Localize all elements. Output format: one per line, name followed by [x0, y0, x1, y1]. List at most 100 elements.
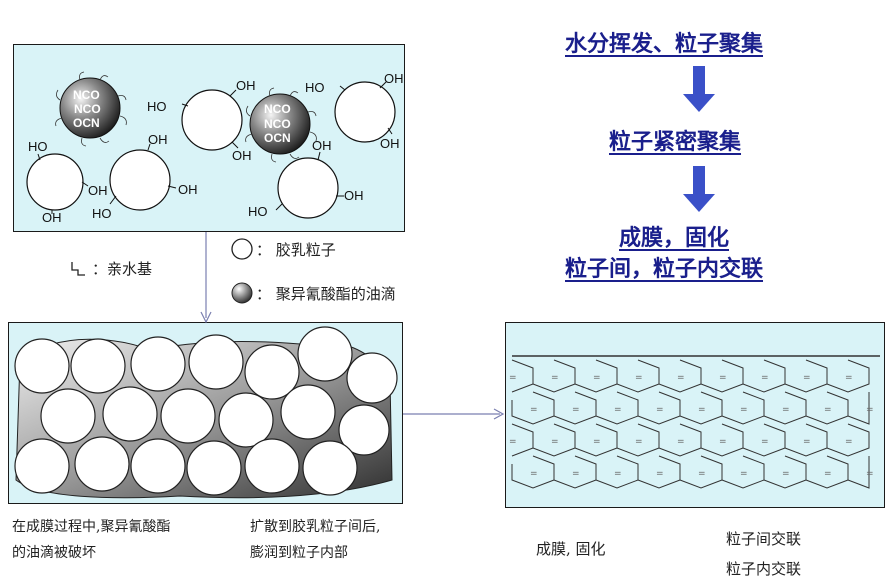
- caption-line: 膨润到粒子内部: [250, 545, 348, 561]
- crosslink-mark: =: [719, 373, 727, 383]
- hydrophilic-bonds: [37, 81, 393, 214]
- oh-label: OH: [232, 148, 252, 163]
- hex-cell: [511, 391, 555, 425]
- oh-label: OH: [312, 138, 332, 153]
- oh-label: HO: [248, 204, 268, 219]
- hex-cell: [721, 391, 765, 425]
- caption-oil-destroyed: 在成膜过程中,聚异氰酸酯 的油滴被破坏: [12, 514, 170, 566]
- nco-text: NCO: [74, 102, 101, 116]
- legend-colon: ：: [92, 260, 108, 278]
- hex-cell: [574, 423, 618, 457]
- caption-diffuse-swell: 扩散到胶乳粒子间后, 膨润到粒子内部: [250, 514, 380, 566]
- flow-step-3b: 粒子间，粒子内交联: [565, 257, 764, 282]
- crosslink-mark: =: [551, 437, 559, 447]
- oil-droplet-2: NCO NCO OCN: [245, 87, 317, 163]
- crosslink-mark: =: [740, 469, 748, 479]
- crosslink-mark: =: [740, 405, 748, 415]
- latex-legend-icon: [231, 238, 253, 260]
- latex-legend-label: ： 胶乳粒子: [256, 239, 336, 260]
- crosslink-mark: =: [509, 437, 517, 447]
- crosslink-mark: =: [572, 469, 580, 479]
- hex-cell: [742, 423, 786, 457]
- hex-cell: [637, 455, 681, 489]
- caption-crosslink: 粒子间交联 粒子内交联: [726, 524, 801, 584]
- hex-cell: [511, 455, 555, 489]
- hydrophilic-text: 亲水基: [107, 260, 153, 278]
- hex-cell: [700, 423, 744, 457]
- ocn-text: OCN: [264, 131, 291, 145]
- crosslink-mark: =: [593, 373, 601, 383]
- hex-cell: [700, 359, 744, 393]
- hex-cell: [532, 359, 576, 393]
- oh-label: HO: [92, 206, 112, 221]
- hex-cell: [658, 359, 702, 393]
- crosslink-mark: =: [614, 469, 622, 479]
- flow-step-2: 粒子紧密聚集: [609, 130, 742, 155]
- hex-cell: [847, 456, 870, 489]
- oil-legend-icon: [231, 282, 253, 304]
- hex-cell: [784, 423, 828, 457]
- hex-cell: [679, 391, 723, 425]
- crosslink-mark: =: [635, 437, 643, 447]
- hex-cell: [763, 391, 807, 425]
- hex-cell: [616, 423, 660, 457]
- hex-cell: [595, 391, 639, 425]
- crosslink-mark: =: [719, 437, 727, 447]
- hex-cell: [805, 391, 849, 425]
- crosslink-mark: =: [803, 437, 811, 447]
- flow-arrow-1: [683, 66, 715, 112]
- caption-line: 在成膜过程中,聚异氰酸酯: [12, 519, 171, 535]
- oh-label: OH: [344, 188, 364, 203]
- caption-film-cure: 成膜, 固化: [536, 540, 606, 558]
- flow-arrow-2: [683, 166, 715, 212]
- oh-label: HO: [305, 80, 325, 95]
- packed-latex-particles: [14, 326, 398, 496]
- nco-text: NCO: [264, 117, 291, 131]
- crosslink-mark: =: [782, 405, 790, 415]
- crosslink-mark: =: [761, 437, 769, 447]
- hex-cell: [553, 391, 597, 425]
- oh-label: OH: [178, 182, 198, 197]
- crosslink-mark: =: [614, 405, 622, 415]
- nco-text: NCO: [73, 88, 100, 102]
- hex-cell: [679, 455, 723, 489]
- caption-line: 粒子间交联: [726, 530, 802, 548]
- crosslink-mark: =: [824, 405, 832, 415]
- hex-cell: [784, 359, 828, 393]
- hydrophilic-legend-label: ：亲水基: [92, 258, 152, 279]
- legend-colon: ：: [256, 285, 272, 303]
- crosslink-mark: =: [530, 469, 538, 479]
- hex-cell: [763, 455, 807, 489]
- ocn-text: OCN: [73, 116, 100, 130]
- oh-label: OH: [380, 136, 400, 151]
- hex-cell: [595, 455, 639, 489]
- crosslink-mark: =: [698, 469, 706, 479]
- crosslink-mark: =: [593, 437, 601, 447]
- oh-labels: HO OH OH HO OH OH OH HO OH OH OH OH HO O…: [28, 71, 404, 225]
- hydrophilic-legend-icon: [71, 262, 85, 276]
- hex-cell: [826, 423, 870, 457]
- crosslink-mark: =: [782, 469, 790, 479]
- crosslink-mark: =: [551, 373, 559, 383]
- hex-cell: [532, 423, 576, 457]
- crosslink-mark: =: [530, 405, 538, 415]
- latex-text: 胶乳粒子: [275, 241, 336, 259]
- oh-label: OH: [384, 71, 404, 86]
- crosslink-mark: =: [866, 405, 874, 415]
- hex-cell: [658, 423, 702, 457]
- oh-label: HO: [28, 139, 48, 154]
- crosslink-mark: =: [761, 373, 769, 383]
- crosslink-mark: =: [845, 437, 853, 447]
- legend-colon: ：: [256, 241, 272, 259]
- crosslink-mark: =: [572, 405, 580, 415]
- hex-cell: [637, 391, 681, 425]
- network-panel: [505, 322, 885, 508]
- oh-label: OH: [88, 183, 108, 198]
- hex-cell: [721, 455, 765, 489]
- oil-text: 聚异氰酸酯的油滴: [275, 285, 396, 303]
- crosslink-mark: =: [635, 373, 643, 383]
- caption-line: 的油滴被破坏: [12, 545, 96, 561]
- oh-label: HO: [147, 99, 167, 114]
- crosslink-mark: =: [656, 405, 664, 415]
